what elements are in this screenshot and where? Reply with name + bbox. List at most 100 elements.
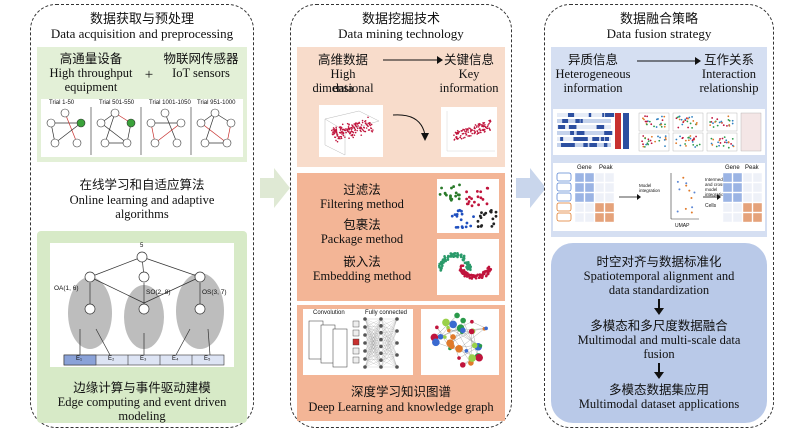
- online-label-en1: Online learning and adaptive: [69, 193, 215, 207]
- graph-top-label: 5: [140, 243, 144, 249]
- het-block: [562, 119, 569, 123]
- het-point: [643, 145, 646, 148]
- het-point: [678, 115, 681, 118]
- kg-node: [468, 354, 476, 362]
- cells-label: Cells: [705, 203, 717, 209]
- fc-edge: [364, 342, 382, 354]
- het-point: [717, 141, 720, 144]
- matrix-cell: [574, 202, 585, 213]
- het-block: [592, 137, 600, 141]
- het-point: [731, 137, 734, 140]
- key-point: [475, 126, 478, 128]
- pool-cell: [352, 338, 360, 346]
- het-block: [561, 143, 564, 147]
- trial-node: [222, 138, 232, 148]
- filter-point: [458, 183, 461, 187]
- key-point: [467, 129, 469, 131]
- fc-edge: [364, 318, 382, 344]
- scatter-point: [351, 124, 353, 126]
- fc-edge: [380, 339, 398, 344]
- het-point: [712, 122, 714, 125]
- filter-point: [486, 186, 490, 190]
- het-point: [731, 144, 734, 147]
- scatter-point: [364, 120, 366, 123]
- het-point: [664, 123, 666, 126]
- umap-point: [676, 210, 679, 213]
- fc-edge: [380, 353, 398, 356]
- filter-point: [467, 200, 471, 203]
- key-point: [465, 133, 468, 136]
- filter-point: [479, 216, 483, 220]
- integ-arrow-head: [717, 194, 721, 200]
- umap-point: [678, 188, 681, 191]
- matrix-cell: [742, 182, 753, 193]
- het-point: [718, 139, 721, 142]
- key-point: [455, 133, 458, 135]
- fc-edge: [380, 325, 398, 356]
- fc-edge: [364, 334, 382, 354]
- scatter-point: [367, 116, 369, 119]
- fc-edge: [364, 318, 382, 352]
- fc-edge: [364, 318, 382, 360]
- scatter-point: [361, 119, 364, 122]
- fc-edge: [364, 334, 382, 361]
- fc-edge: [364, 353, 382, 368]
- matrix-cell: [722, 172, 733, 183]
- scatter-point: [346, 128, 348, 130]
- moons-drawing: [438, 251, 493, 280]
- het-point: [679, 144, 682, 147]
- fc-edge: [380, 325, 398, 344]
- fc-node: [379, 344, 383, 349]
- trial-edge: [154, 122, 182, 144]
- spatio-en1: Spatiotemporal alignment and: [583, 269, 735, 283]
- het-point: [716, 118, 719, 121]
- het-block: [588, 113, 592, 117]
- scatter-point: [340, 135, 343, 138]
- feature-selection-box: 过滤法 Filtering method 包裹法 Package method …: [297, 173, 505, 301]
- key-point: [473, 126, 476, 128]
- scatter-point: [347, 127, 350, 130]
- fc-edge: [364, 334, 382, 347]
- key-point: [480, 131, 482, 134]
- matrix-cell: [752, 182, 763, 193]
- left-panel-title-en: Data acquisition and preprocessing: [50, 26, 234, 41]
- moon-point: [460, 268, 463, 272]
- scatter-point: [341, 123, 344, 126]
- pipeline-box: 时空对齐与数据标准化 Spatiotemporal alignment and …: [551, 243, 767, 423]
- het-block: [589, 143, 593, 147]
- fc-edge: [380, 318, 398, 347]
- fc-edge: [380, 325, 398, 332]
- het-point: [676, 116, 679, 119]
- trial-node: [160, 108, 170, 118]
- key-info-cn: 关键信息: [443, 53, 494, 67]
- het-point: [687, 139, 690, 142]
- fc-node: [395, 329, 399, 333]
- scatter-point: [352, 126, 354, 128]
- gene-label: Gene: [577, 165, 592, 171]
- filter-point: [485, 202, 489, 206]
- het-point: [685, 145, 687, 147]
- het-track: [557, 125, 611, 129]
- het-block: [565, 143, 573, 147]
- het-point: [723, 136, 726, 139]
- filter-point: [440, 186, 443, 190]
- event-label-4: E₄: [172, 356, 179, 362]
- kg-node: [460, 327, 466, 334]
- heterogeneous-figure: [553, 109, 765, 155]
- het-point: [681, 137, 684, 140]
- embed-en: Embedding method: [312, 269, 412, 283]
- het-point: [684, 139, 687, 142]
- key-point: [487, 124, 489, 126]
- filter-scatter: [437, 179, 499, 233]
- filter-point: [477, 203, 480, 207]
- het-point: [657, 135, 659, 138]
- trial-node: [126, 118, 136, 128]
- fc-edge: [364, 346, 382, 352]
- fc-node: [363, 349, 367, 353]
- scatter-point: [345, 131, 347, 134]
- event-label-1: E₁: [76, 356, 83, 362]
- trial-graphs-drawing: [46, 107, 236, 155]
- key-point: [467, 135, 469, 137]
- kg-node: [468, 328, 475, 335]
- het-point: [681, 123, 684, 126]
